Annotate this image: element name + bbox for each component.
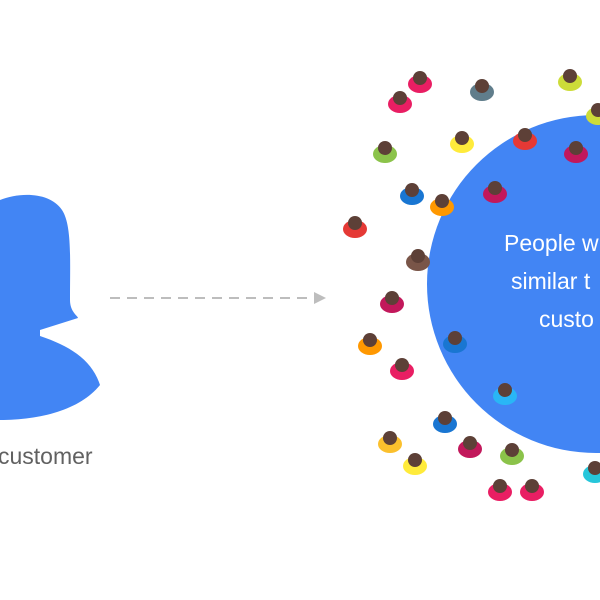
crowd-of-people	[343, 69, 600, 501]
circle-text-line-1: People w	[504, 230, 599, 256]
person-icon	[483, 181, 507, 203]
person-icon	[513, 128, 537, 150]
person-icon	[443, 331, 467, 353]
person-icon	[470, 79, 494, 101]
person-icon	[558, 69, 582, 91]
person-icon	[406, 249, 430, 271]
person-icon	[373, 141, 397, 163]
person-icon	[520, 479, 544, 501]
person-icon	[390, 358, 414, 380]
person-icon	[378, 431, 402, 453]
customer-label: customer	[0, 443, 93, 469]
person-icon	[403, 453, 427, 475]
similar-customers-circle	[427, 115, 600, 453]
person-icon	[433, 411, 457, 433]
person-icon	[488, 479, 512, 501]
person-icon	[430, 194, 454, 216]
person-icon	[583, 461, 600, 483]
dashed-arrow	[110, 292, 326, 304]
circle-text-line-2: similar t	[511, 268, 591, 294]
customer-silhouette-icon	[0, 194, 100, 420]
circle-text-line-3: custo	[539, 306, 594, 332]
person-icon	[380, 291, 404, 313]
person-icon	[358, 333, 382, 355]
person-icon	[493, 383, 517, 405]
person-icon	[400, 183, 424, 205]
person-icon	[450, 131, 474, 153]
person-icon	[500, 443, 524, 465]
person-icon	[343, 216, 367, 238]
person-icon	[408, 71, 432, 93]
person-icon	[586, 103, 600, 125]
person-icon	[564, 141, 588, 163]
person-icon	[458, 436, 482, 458]
person-icon	[388, 91, 412, 113]
